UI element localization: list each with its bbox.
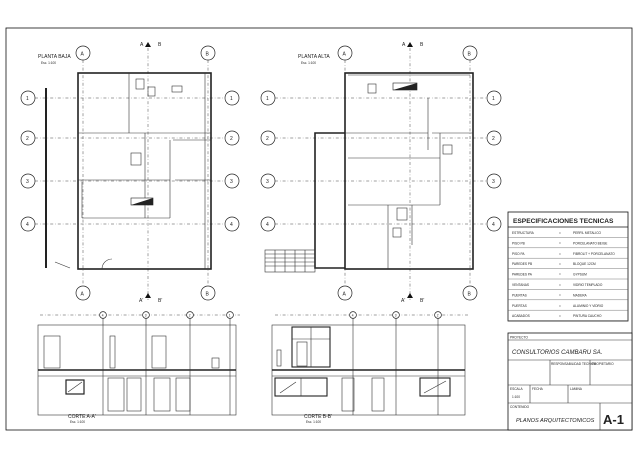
upper-row-2-right: 2 xyxy=(492,136,495,142)
ground-cut-top-a: A xyxy=(140,42,144,48)
spec-row-separator: = xyxy=(559,273,561,277)
spec-row-value: FIBROLIT + PORCELANATO xyxy=(573,252,615,256)
upper-row-2-left: 2 xyxy=(266,136,269,142)
spec-title: ESPECIFICACIONES TECNICAS xyxy=(513,218,614,225)
section-a-title: CORTE A-A' xyxy=(68,414,96,420)
upper-row-1-left: 1 xyxy=(266,96,269,102)
spec-row-separator: = xyxy=(559,314,561,318)
ground-plan-scale: Esc. 1:100 xyxy=(41,61,56,65)
spec-row-separator: = xyxy=(559,241,561,245)
ground-row-1-right: 1 xyxy=(230,96,233,102)
ground-col-b-top: B xyxy=(206,52,210,58)
title-block: PROYECTO CONSULTORIOS CAMBARU SA. RESPON… xyxy=(507,332,633,431)
section-a-axis-1: 1 xyxy=(229,314,231,318)
upper-row-4-right: 4 xyxy=(492,222,495,228)
spec-row-label: ACABADOS xyxy=(512,314,530,318)
scale-value: 1:100 xyxy=(512,395,520,399)
ground-row-2-right: 2 xyxy=(230,136,233,142)
upper-row-3-left: 3 xyxy=(266,179,269,185)
upper-floor-plan: PLANTA ALTA Esc. 1:100 xyxy=(260,42,502,304)
spec-row-label: PUERTAS xyxy=(512,293,527,297)
ground-row-2-left: 2 xyxy=(26,136,29,142)
upper-cut-bottom-b: B' xyxy=(420,298,424,304)
scale-label: ESCALA xyxy=(510,387,523,391)
section-a-scale: Esc. 1:100 xyxy=(70,420,85,424)
project-name: CONSULTORIOS CAMBARU SA. xyxy=(512,350,602,356)
upper-row-1-right: 1 xyxy=(492,96,495,102)
spec-row-separator: = xyxy=(559,262,561,266)
ground-row-4-left: 4 xyxy=(26,222,29,228)
ground-row-1-left: 1 xyxy=(26,96,29,102)
upper-stairs xyxy=(264,249,316,273)
spec-row-value: BLOQUE 12CM xyxy=(573,262,596,266)
ground-row-4-right: 4 xyxy=(230,222,233,228)
sheet-number: A-1 xyxy=(603,412,624,427)
upper-cut-top-b: B xyxy=(420,42,424,48)
ground-row-3-left: 3 xyxy=(26,179,29,185)
upper-plan-scale: Esc. 1:100 xyxy=(301,61,316,65)
spec-row-label: ESTRUCTURA xyxy=(512,231,535,235)
spec-row-value: GYPSUM xyxy=(573,273,587,277)
section-b: 4 3 2 CORTE B-B' Esc. 1:100 xyxy=(271,311,470,424)
ground-cut-bottom-a: A' xyxy=(139,298,143,304)
section-a-axis-3: 3 xyxy=(145,314,147,318)
date-label: FECHA xyxy=(532,387,544,391)
section-b-axis-4: 4 xyxy=(352,314,354,318)
ground-floor-plan: PLANTA BAJA Esc. 1:100 A B xyxy=(20,42,240,304)
spec-row-separator: = xyxy=(559,231,561,235)
spec-row-value: PORCELANATO BEIGE xyxy=(573,241,607,245)
spec-row-value: PINTURA CAUCHO xyxy=(573,314,602,318)
section-b-axis-2: 2 xyxy=(437,314,439,318)
spec-row-separator: = xyxy=(559,283,561,287)
spec-row-label: PUERTAS xyxy=(512,304,527,308)
spec-row-value: ALUMINIO Y VIDRIO xyxy=(573,304,604,308)
spec-row-label: PISO PB xyxy=(512,241,525,245)
ground-cut-bottom-b: B' xyxy=(158,298,162,304)
project-label: PROYECTO xyxy=(510,336,528,340)
owner-label: PROPIETARIO xyxy=(592,362,614,366)
upper-col-a-bottom: A xyxy=(343,292,347,298)
ground-col-a-top: A xyxy=(81,52,85,58)
upper-col-a-top: A xyxy=(343,52,347,58)
section-a-axis-2: 2 xyxy=(189,314,191,318)
upper-col-b-bottom: B xyxy=(468,292,472,298)
section-a-axis-4: 4 xyxy=(102,314,104,318)
contents-value: PLANOS ARQUITECTONICOS xyxy=(516,418,595,424)
sheet-label: LAMINA xyxy=(570,387,583,391)
spec-row-label: VENTANAS xyxy=(512,283,529,287)
spec-row-separator: = xyxy=(559,252,561,256)
spec-row-separator: = xyxy=(559,293,561,297)
spec-row-separator: = xyxy=(559,304,561,308)
upper-plan-title: PLANTA ALTA xyxy=(298,54,330,60)
spec-row-value: PERFIL METALICO xyxy=(573,231,602,235)
upper-cut-top-a: A xyxy=(402,42,406,48)
upper-row-4-left: 4 xyxy=(266,222,269,228)
spec-table: ESPECIFICACIONES TECNICAS ESTRUCTURA = PER… xyxy=(507,211,629,322)
spec-row-value: VIDRIO TEMPLADO xyxy=(573,283,603,287)
upper-cut-bottom-a: A' xyxy=(401,298,405,304)
spec-row-value: MADERA xyxy=(573,293,588,297)
ground-col-b-bottom: B xyxy=(206,292,210,298)
spec-rows: ESTRUCTURA = PERFIL METALICO PISO PB = PORCEL… xyxy=(508,231,628,321)
ground-row-3-right: 3 xyxy=(230,179,233,185)
upper-col-b-top: B xyxy=(468,52,472,58)
contents-label: CONTENIDO xyxy=(510,405,530,409)
upper-row-3-right: 3 xyxy=(492,179,495,185)
section-b-axis-3: 3 xyxy=(395,314,397,318)
section-a: 4 3 2 1 CORTE A-A' Esc. 1:100 xyxy=(37,311,240,424)
ground-cut-top-b: B xyxy=(158,42,162,48)
ground-col-a-bottom: A xyxy=(81,292,85,298)
section-b-scale: Esc. 1:100 xyxy=(306,420,321,424)
spec-row-label: PAREDES PA xyxy=(512,273,533,277)
spec-row-label: PAREDES PB xyxy=(512,262,532,266)
section-b-title: CORTE B-B' xyxy=(304,414,332,420)
spec-row-label: PISO PA xyxy=(512,252,525,256)
ground-plan-title: PLANTA BAJA xyxy=(38,54,71,60)
responsibility-label: RESPONSABILIDAD TECNICA xyxy=(551,362,597,366)
